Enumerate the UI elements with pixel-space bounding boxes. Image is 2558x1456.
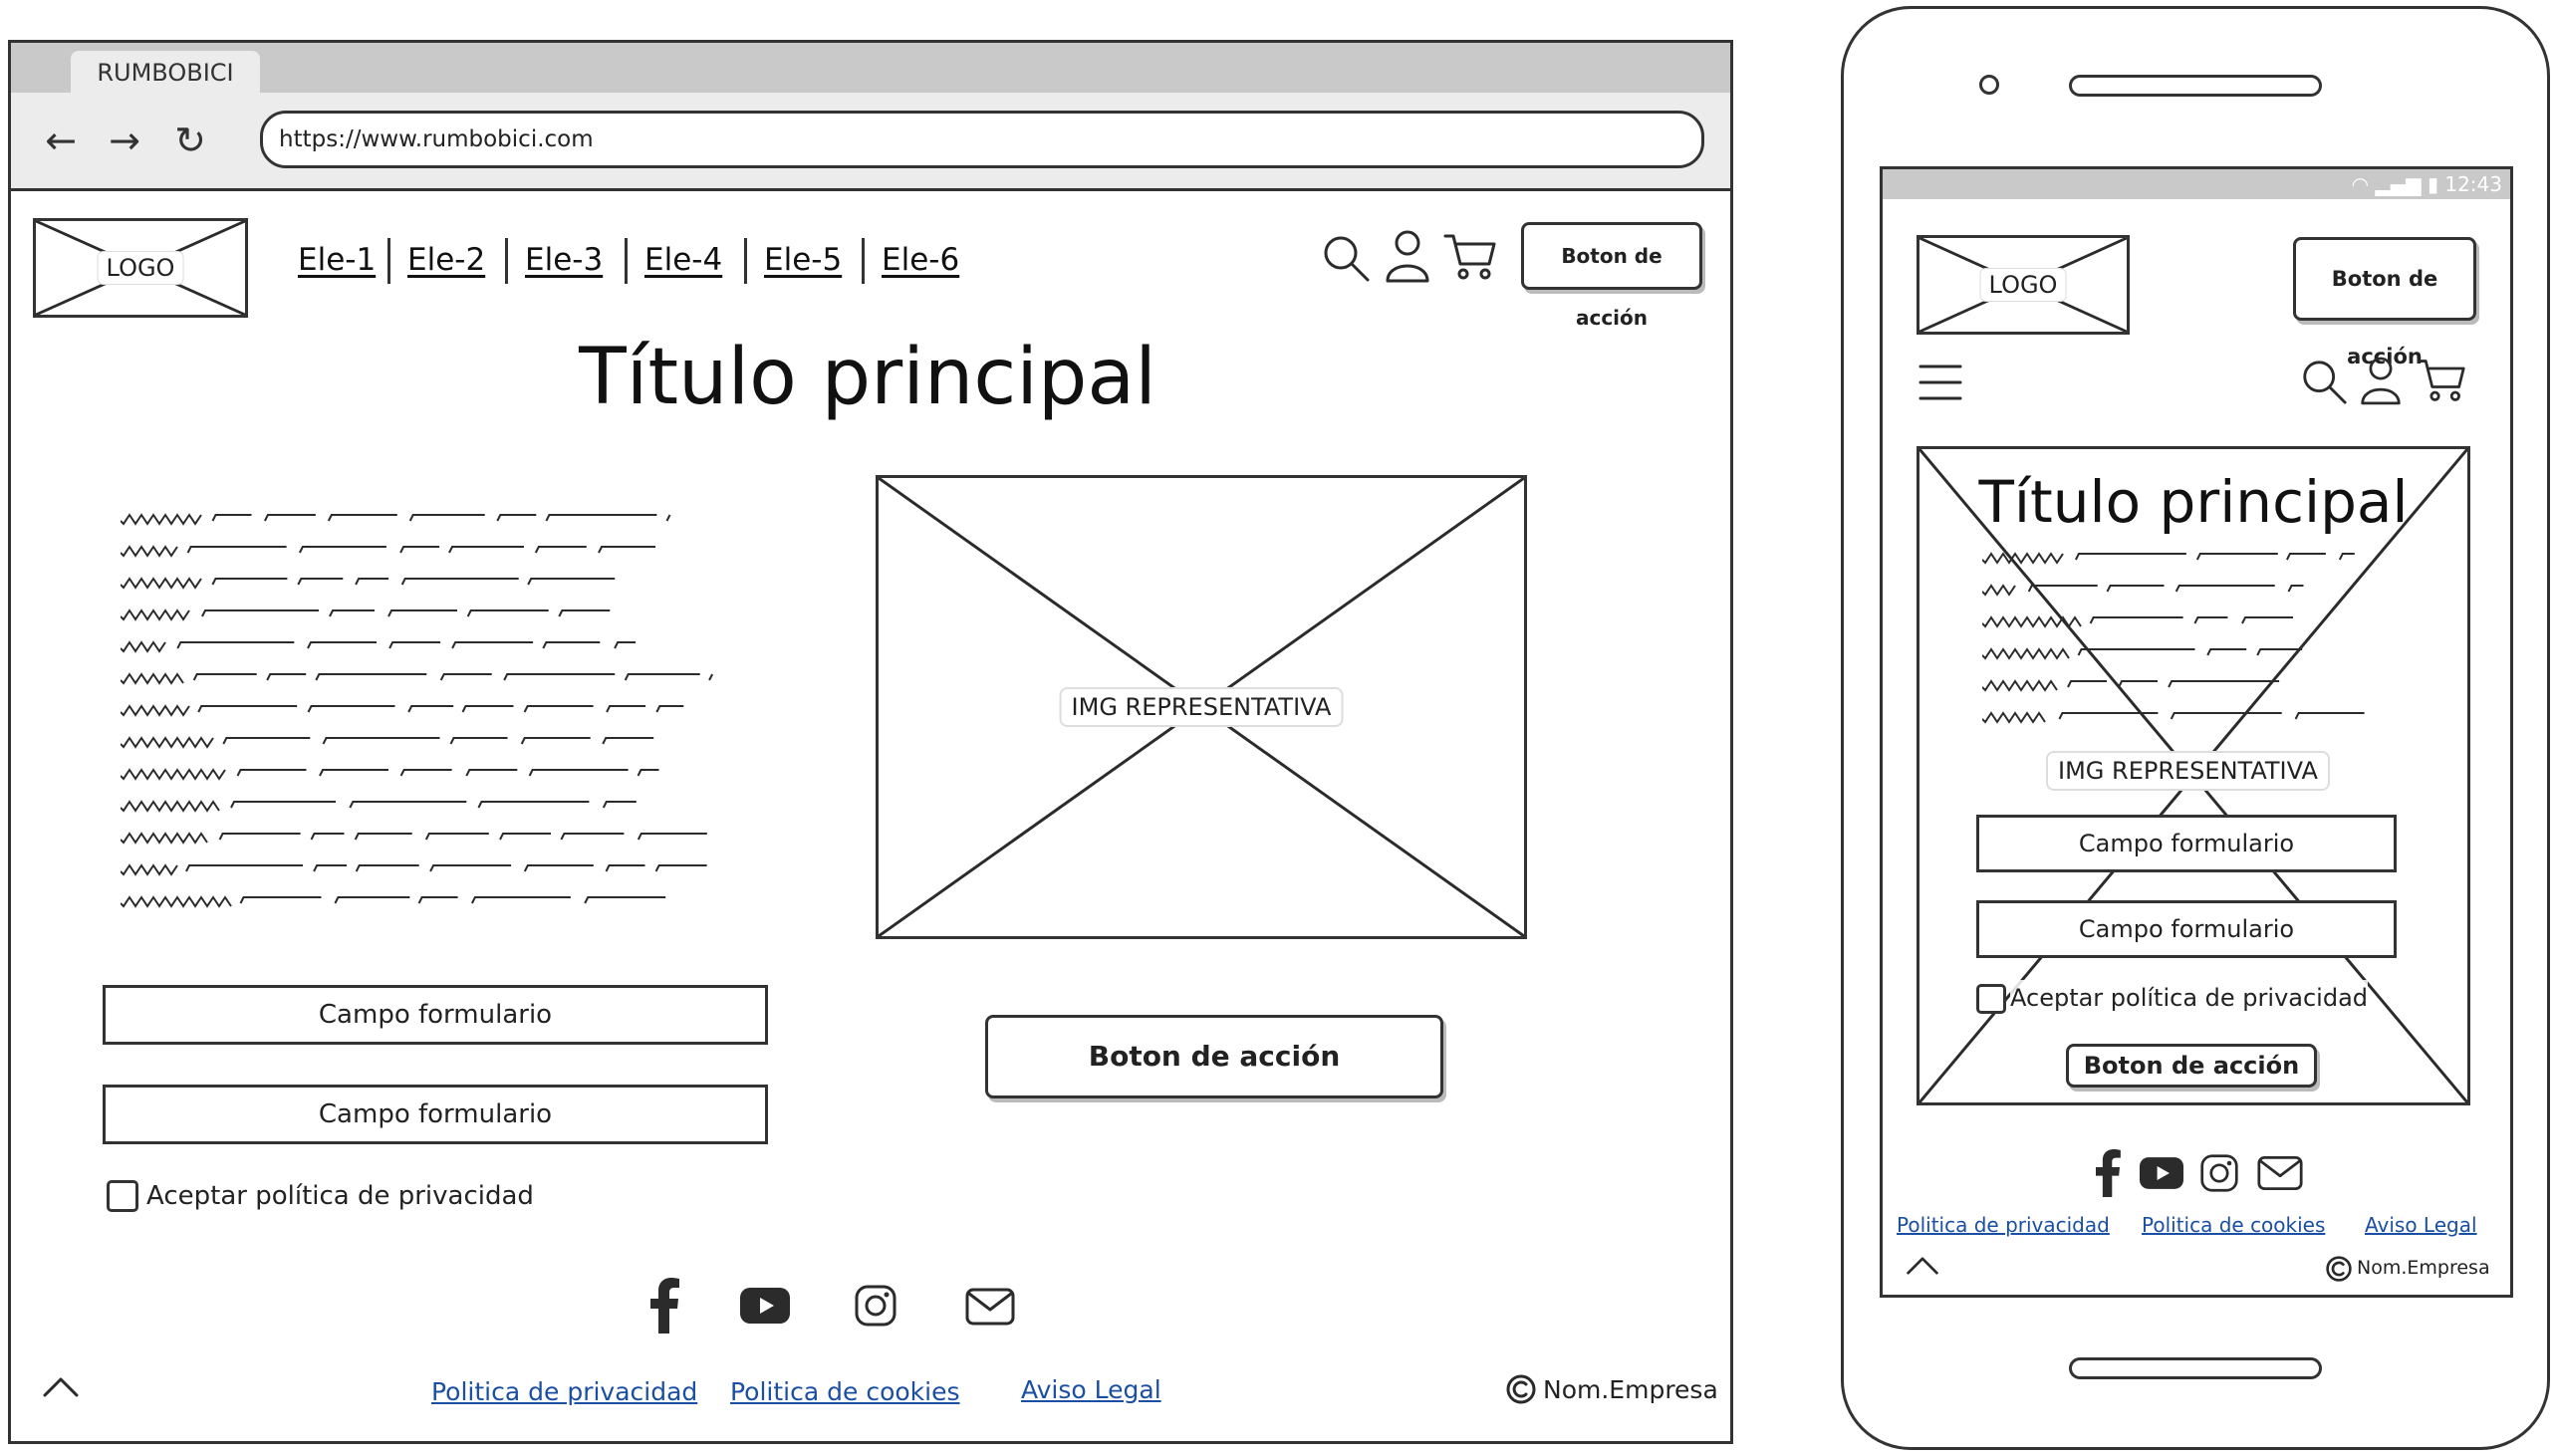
- search-icon[interactable]: [1320, 232, 1372, 284]
- hamburger-menu-icon[interactable]: [1918, 363, 1962, 402]
- mobile-cart-icon[interactable]: [2417, 357, 2466, 404]
- battery-icon: ▮: [2427, 172, 2445, 196]
- mobile-screen: ◠ ▂▄▆ ▮ 12:43 LOGO Boton de acción: [1880, 166, 2513, 1298]
- desktop-browser-window: RUMBOBICI ← → ↻ https://www.rumbobici.co…: [8, 40, 1733, 1444]
- mobile-copyright-icon: [2325, 1255, 2353, 1283]
- forward-arrow-icon[interactable]: →: [109, 119, 140, 162]
- privacy-checkbox[interactable]: [107, 1180, 138, 1212]
- wifi-icon: ◠: [2351, 172, 2376, 196]
- scribble-line: [120, 832, 707, 845]
- scribble-line: [1981, 615, 2293, 628]
- scribble-line: [120, 736, 654, 749]
- copyright-text: Nom.Empresa: [1543, 1375, 1718, 1404]
- scribble-line: [120, 545, 655, 558]
- footer-link-cookies[interactable]: Politica de cookies: [730, 1377, 960, 1406]
- mobile-placeholder-text-block: [1981, 550, 2401, 725]
- scribble-line: [120, 672, 713, 685]
- mobile-action-button[interactable]: Boton de acción: [2066, 1044, 2317, 1088]
- home-bar: [2069, 1357, 2322, 1379]
- scroll-top-chevron-icon[interactable]: [41, 1373, 81, 1401]
- menu-separator: [505, 238, 508, 284]
- scribble-line: [1981, 584, 2304, 597]
- scribble-line: [120, 513, 671, 526]
- mobile-copyright-text: Nom.Empresa: [2357, 1257, 2490, 1279]
- mobile-privacy-checkbox[interactable]: [1976, 984, 2006, 1014]
- scribble-line: [120, 800, 637, 813]
- menu-item-ele-5[interactable]: Ele-5: [764, 242, 843, 278]
- signal-icon: ▂▄▆: [2375, 172, 2428, 196]
- cart-icon[interactable]: [1443, 232, 1497, 282]
- page-title: Título principal: [579, 333, 1156, 422]
- placeholder-text-block: [120, 511, 758, 959]
- mobile-footer-link-legal[interactable]: Aviso Legal: [2365, 1213, 2477, 1237]
- image-label: IMG REPRESENTATIVA: [1059, 687, 1344, 727]
- footer-link-legal[interactable]: Aviso Legal: [1021, 1375, 1161, 1404]
- mobile-scroll-top-chevron-icon[interactable]: [1905, 1253, 1940, 1279]
- menu-item-ele-3[interactable]: Ele-3: [525, 242, 604, 278]
- menu-separator: [387, 238, 390, 284]
- mobile-image-label: IMG REPRESENTATIVA: [2046, 751, 2330, 791]
- logo-label: LOGO: [1979, 268, 2067, 302]
- user-icon[interactable]: [1384, 228, 1431, 284]
- reload-icon[interactable]: ↻: [174, 119, 206, 162]
- mobile-user-icon[interactable]: [2359, 355, 2403, 406]
- youtube-icon[interactable]: [740, 1288, 790, 1324]
- browser-tab[interactable]: RUMBOBICI: [71, 51, 260, 95]
- mobile-youtube-icon[interactable]: [2140, 1157, 2183, 1189]
- browser-toolbar: ← → ↻ https://www.rumbobici.com: [11, 93, 1730, 191]
- mobile-instagram-icon[interactable]: [2199, 1153, 2239, 1193]
- mobile-footer-link-cookies[interactable]: Politica de cookies: [2142, 1213, 2326, 1237]
- main-menu: Ele-1 Ele-2 Ele-3 Ele-4 Ele-5 Ele-6: [298, 238, 995, 286]
- scribble-line: [120, 863, 707, 876]
- scribble-line: [120, 895, 666, 908]
- mobile-form-field-2[interactable]: Campo formulario: [1976, 900, 2397, 958]
- mobile-form-field-1[interactable]: Campo formulario: [1976, 815, 2397, 872]
- menu-item-ele-2[interactable]: Ele-2: [407, 242, 486, 278]
- scribble-line: [120, 608, 611, 621]
- privacy-checkbox-label: Aceptar política de privacidad: [146, 1181, 534, 1211]
- mobile-facebook-icon[interactable]: [2094, 1149, 2122, 1197]
- header-action-button[interactable]: Boton de acción: [1521, 222, 1702, 330]
- mobile-footer-link-privacy[interactable]: Politica de privacidad: [1897, 1213, 2110, 1237]
- back-arrow-icon[interactable]: ←: [45, 119, 77, 162]
- mobile-phone-frame: ◠ ▂▄▆ ▮ 12:43 LOGO Boton de acción: [1841, 6, 2550, 1450]
- menu-separator: [744, 238, 747, 284]
- form-field-1[interactable]: Campo formulario: [103, 985, 768, 1045]
- facebook-icon[interactable]: [648, 1278, 680, 1334]
- scribble-line: [120, 577, 616, 590]
- logo[interactable]: LOGO: [33, 218, 248, 318]
- mail-icon[interactable]: [965, 1288, 1015, 1326]
- main-action-button[interactable]: Boton de acción: [985, 1015, 1443, 1098]
- mobile-logo[interactable]: LOGO: [1917, 235, 2130, 335]
- menu-item-ele-6[interactable]: Ele-6: [882, 242, 960, 278]
- instagram-icon[interactable]: [854, 1284, 897, 1328]
- scribble-line: [1981, 647, 2303, 660]
- logo-label: LOGO: [97, 251, 184, 285]
- scribble-line: [1981, 711, 2365, 724]
- mobile-page-title: Título principal: [1978, 468, 2409, 536]
- tab-strip: RUMBOBICI: [11, 43, 1730, 95]
- front-camera: [1979, 75, 1999, 95]
- speaker-grille: [2069, 75, 2322, 97]
- mobile-privacy-checkbox-label: Aceptar política de privacidad: [2010, 980, 2369, 1016]
- form-field-2[interactable]: Campo formulario: [103, 1085, 768, 1144]
- copyright-icon: [1505, 1373, 1537, 1405]
- status-time: 12:43: [2444, 172, 2502, 196]
- menu-separator: [862, 238, 865, 284]
- scribble-line: [120, 640, 637, 653]
- mobile-mail-icon[interactable]: [2257, 1155, 2303, 1191]
- scribble-line: [120, 704, 684, 717]
- mobile-header-action-button[interactable]: Boton de acción: [2293, 237, 2476, 368]
- menu-separator: [625, 238, 628, 284]
- footer-link-privacy[interactable]: Politica de privacidad: [431, 1377, 698, 1406]
- menu-item-ele-1[interactable]: Ele-1: [298, 242, 377, 278]
- scribble-line: [1981, 679, 2280, 692]
- status-bar: ◠ ▂▄▆ ▮ 12:43: [1883, 169, 2510, 199]
- mobile-search-icon[interactable]: [2299, 357, 2349, 406]
- representative-image-placeholder: IMG REPRESENTATIVA: [876, 475, 1527, 939]
- address-bar[interactable]: https://www.rumbobici.com: [260, 111, 1704, 168]
- menu-item-ele-4[interactable]: Ele-4: [644, 242, 723, 278]
- scribble-line: [1981, 552, 2355, 565]
- scribble-line: [120, 768, 659, 781]
